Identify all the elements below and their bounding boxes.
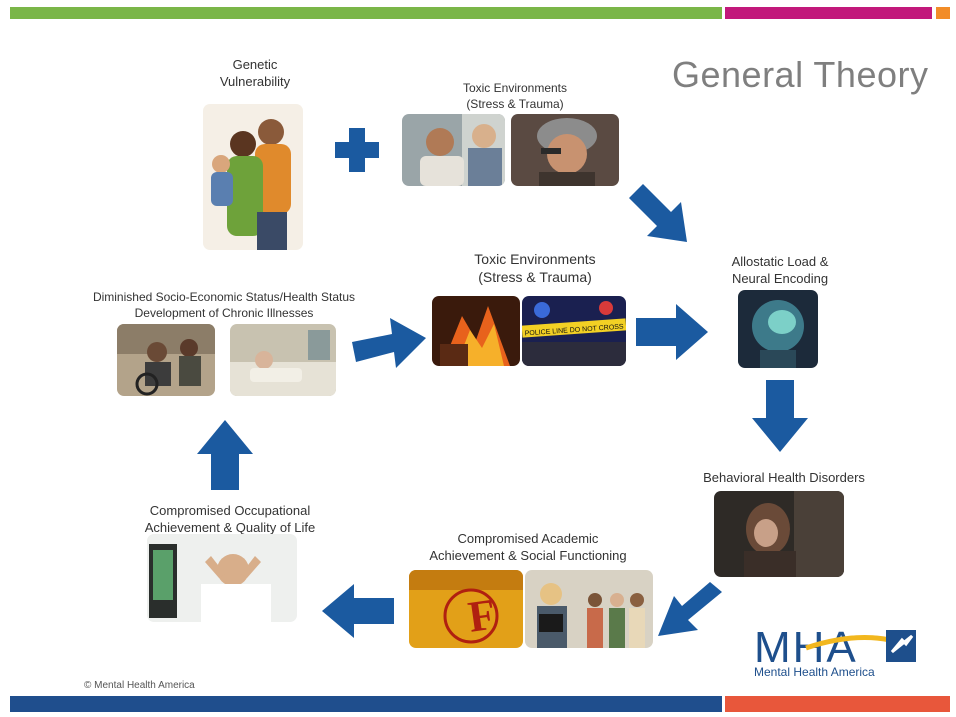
photo-brain bbox=[738, 290, 818, 368]
photo-fire bbox=[432, 296, 520, 366]
top-bar-green bbox=[10, 7, 722, 19]
mha-logo-mark: MHA bbox=[754, 623, 858, 668]
photo-child-helmet bbox=[511, 114, 619, 186]
label-toxic-environments-mid: Toxic Environments (Stress & Trauma) bbox=[474, 251, 596, 285]
photo-wheelchair bbox=[117, 324, 215, 396]
photo-distressed-woman bbox=[714, 491, 844, 577]
arrow-to-allostatic bbox=[625, 180, 695, 246]
label-genetic-vulnerability: Genetic Vulnerability bbox=[219, 57, 291, 89]
label-diminished-status: Diminished Socio-Economic Status/Health … bbox=[92, 290, 356, 320]
label-behavioral-health: Behavioral Health Disorders bbox=[703, 470, 865, 485]
photo-boy bbox=[402, 114, 505, 186]
photo-hospital bbox=[230, 324, 336, 396]
label-academic-achievement: Compromised Academic Achievement & Socia… bbox=[429, 531, 627, 563]
photo-family bbox=[203, 104, 303, 250]
label-occupational-achievement: Compromised Occupational Achievement & Q… bbox=[144, 503, 316, 535]
arrow-to-toxic-mid bbox=[352, 312, 426, 372]
label-allostatic-load: Allostatic Load & Neural Encoding bbox=[731, 254, 829, 286]
photo-students bbox=[525, 570, 653, 648]
label-toxic-environments-top: Toxic Environments (Stress & Trauma) bbox=[462, 81, 568, 111]
photo-failing-grade: F bbox=[409, 570, 523, 648]
slide-title: General Theory bbox=[672, 54, 929, 95]
bottom-bar-blue bbox=[10, 696, 722, 712]
plus-icon bbox=[333, 126, 381, 174]
mha-logo: MHA bbox=[750, 622, 930, 682]
arrow-to-academic bbox=[656, 580, 726, 638]
top-bar-orange bbox=[936, 7, 950, 19]
mha-logo-name: Mental Health America bbox=[754, 665, 875, 679]
arrow-mid-to-allostatic bbox=[636, 304, 708, 360]
copyright: © Mental Health America bbox=[84, 680, 195, 691]
bottom-bar-orange bbox=[725, 696, 950, 712]
arrow-to-behavioral bbox=[752, 380, 808, 452]
arrow-to-occupational bbox=[322, 584, 394, 638]
photo-police-tape: POLICE LINE DO NOT CROSS bbox=[522, 296, 626, 366]
top-bar-magenta bbox=[725, 7, 932, 19]
arrow-to-diminished bbox=[197, 420, 253, 490]
photo-stressed-worker bbox=[147, 534, 297, 622]
